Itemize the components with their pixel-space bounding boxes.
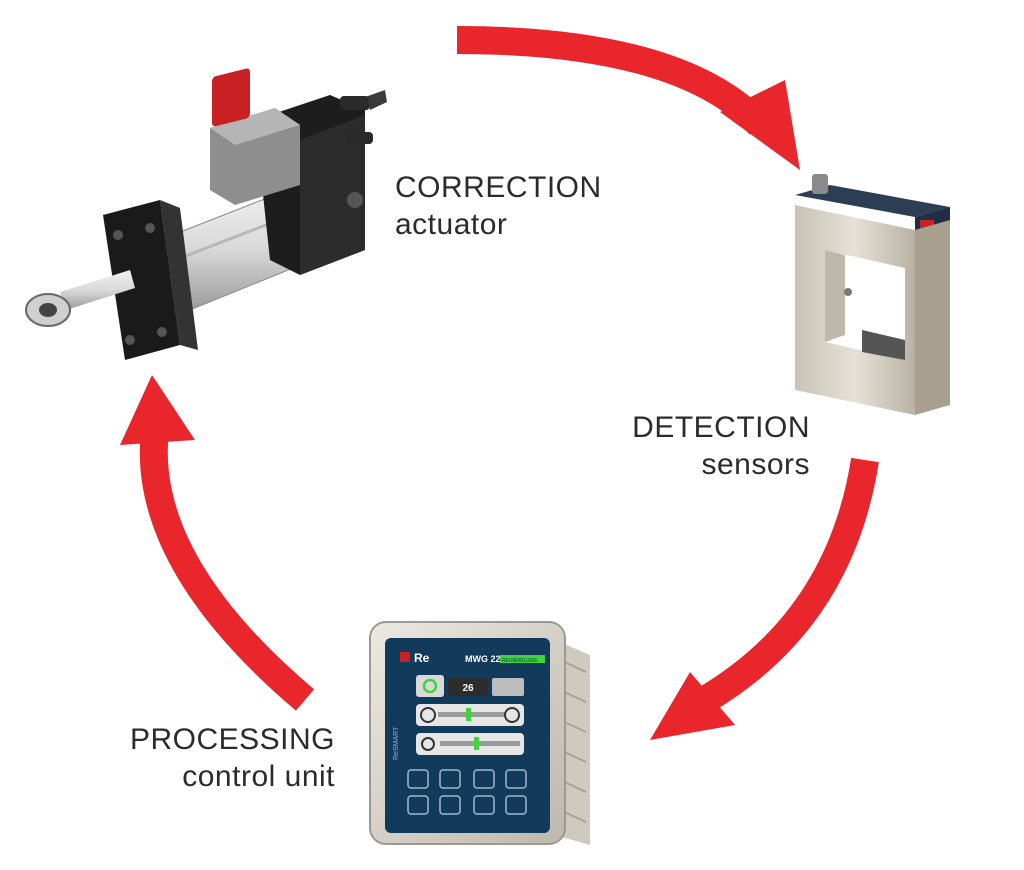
control-unit-side-text: ReSMART [393, 726, 400, 760]
stage-subtitle-correction: actuator [395, 207, 508, 241]
contrast-icon-right [504, 707, 520, 723]
stage-title-processing: PROCESSING [129, 723, 335, 756]
display-value: 26 [462, 683, 474, 694]
control-unit-illustration: Re MWG 22 RE/WEBGUIDE 26 ReSMART [369, 621, 590, 845]
arrow-sensor-to-control [650, 457, 879, 740]
control-unit-brand: Re [414, 651, 430, 665]
control-unit-tag: RE/WEBGUIDE [502, 658, 538, 664]
stage-label-correction: CORRECTION actuator [395, 170, 602, 243]
actuator-illustration [25, 68, 387, 360]
stage-subtitle-processing: control unit [182, 759, 335, 793]
stage-title-detection: DETECTION [632, 411, 810, 444]
power-icon [422, 678, 438, 694]
sensor-illustration [795, 174, 950, 415]
brightness-icon [421, 737, 435, 751]
stage-label-processing: PROCESSING control unit [90, 722, 335, 795]
control-unit-model: MWG 22 [465, 654, 501, 664]
stage-subtitle-detection: sensors [701, 447, 810, 481]
contrast-icon-left [420, 707, 436, 723]
stage-title-correction: CORRECTION [395, 171, 602, 204]
arrow-actuator-to-sensor [456, 26, 800, 170]
arrow-control-to-actuator [120, 375, 315, 711]
stage-label-detection: DETECTION sensors [560, 410, 810, 483]
